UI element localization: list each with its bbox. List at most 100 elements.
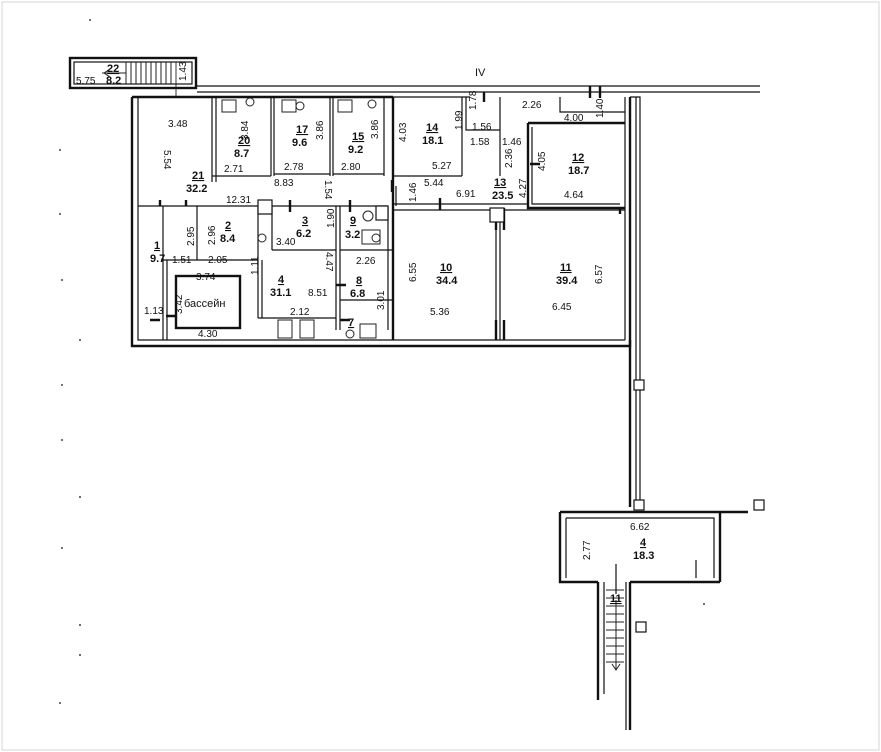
room-area: 3.2 <box>345 229 360 241</box>
room-number: 11 <box>560 262 572 274</box>
dim-label: 1.46 <box>502 137 522 148</box>
door-marks <box>150 86 622 322</box>
room-area: 18.3 <box>633 550 654 562</box>
dim-label: 6.62 <box>630 522 650 533</box>
dim-label: 2.77 <box>582 540 593 560</box>
dim-label: 6.91 <box>456 189 476 200</box>
dim-label: 1.11 <box>250 256 261 275</box>
room-area: 6.8 <box>350 288 365 300</box>
room-area: 9.7 <box>150 253 165 265</box>
dim-label: 1.40 <box>595 98 606 118</box>
room-number: 12 <box>572 152 584 164</box>
dim-label: 1.54 <box>322 180 333 200</box>
room-number: 17 <box>296 124 308 136</box>
margin-marks <box>59 19 705 704</box>
room-area: 18.1 <box>422 135 443 147</box>
room-area: 31.1 <box>270 287 291 299</box>
room-number: 7 <box>348 317 354 329</box>
room-number: 1 <box>154 240 160 252</box>
dim-label: 2.71 <box>224 164 244 175</box>
room-labels: 1 9.7 2 8.4 3 6.2 4 31.1 7 8 6.8 9 3.2 1… <box>106 63 654 605</box>
dim-label: 6.55 <box>408 262 419 282</box>
dim-label: 8.83 <box>274 178 294 189</box>
bathroom-fixtures <box>221 97 381 339</box>
dim-label: 4.05 <box>537 151 548 171</box>
dim-label: 6.45 <box>552 302 572 313</box>
dim-label: 5.75 <box>76 76 96 87</box>
dim-label: 1.78 <box>468 90 479 110</box>
dim-label: 5.54 <box>161 150 172 170</box>
pool-label: бассейн <box>184 298 226 310</box>
dim-label: 4.47 <box>323 252 334 272</box>
dim-label: 3.86 <box>370 119 381 139</box>
room-area: 9.6 <box>292 137 307 149</box>
axis-label: IV <box>475 67 486 79</box>
dim-label: 3.42 <box>174 294 185 314</box>
dim-label: 2.26 <box>356 256 376 267</box>
dim-label: 6.57 <box>594 264 605 284</box>
dim-label: 5.27 <box>432 161 452 172</box>
dim-label: 4.03 <box>398 122 409 142</box>
room-area: 39.4 <box>556 275 578 287</box>
room-number: 11 <box>610 593 622 605</box>
dim-label: 8.51 <box>308 288 328 299</box>
dim-label: 2.78 <box>284 162 304 173</box>
room-number: 21 <box>192 170 204 182</box>
dim-label: 1.58 <box>470 137 490 148</box>
room-area: 23.5 <box>492 190 513 202</box>
room-area: 8.4 <box>220 233 236 245</box>
dim-label: 5.36 <box>430 307 450 318</box>
dim-label: 2.96 <box>207 225 218 245</box>
room-area: 8.2 <box>106 75 121 87</box>
dimension-labels: 5.75 1.43 3.48 5.54 3.84 2.71 3.86 2.78 … <box>76 61 650 560</box>
dim-label: 2.36 <box>504 148 515 168</box>
dim-label: 2.95 <box>186 226 197 246</box>
interior-walls <box>138 96 765 633</box>
room-number: 8 <box>356 275 362 287</box>
room-number: 9 <box>350 215 356 227</box>
dim-label: 4.64 <box>564 190 584 201</box>
stair-22 <box>68 56 198 96</box>
room-number: 13 <box>494 177 506 189</box>
dim-label: 12.31 <box>226 195 251 206</box>
dim-label: 4.30 <box>198 329 218 340</box>
room-area: 34.4 <box>436 275 458 287</box>
room-number: 14 <box>426 122 439 134</box>
dim-label: 2.05 <box>208 255 228 266</box>
room-area: 6.2 <box>296 228 311 240</box>
exterior-walls <box>130 85 760 507</box>
dim-label: 3.74 <box>196 272 216 283</box>
room-number: 4 <box>640 537 647 549</box>
dim-label: 5.44 <box>424 178 444 189</box>
dim-label: 2.80 <box>341 162 361 173</box>
room-area: 8.7 <box>234 148 249 160</box>
dim-label: 1.43 <box>178 61 189 81</box>
room-number: 4 <box>278 274 285 286</box>
dim-label: 2.26 <box>522 100 542 111</box>
room-number: 3 <box>302 215 308 227</box>
room-number: 15 <box>352 131 364 143</box>
room-number: 2 <box>225 220 231 232</box>
dim-label: 3.48 <box>168 119 188 130</box>
dim-label: 3.84 <box>240 120 251 140</box>
room-number: 10 <box>440 262 452 274</box>
dim-label: 1.46 <box>408 182 419 202</box>
room-number: 22 <box>107 63 119 75</box>
room-area: 32.2 <box>186 183 207 195</box>
room-number: 20 <box>238 135 250 147</box>
dim-label: 3.86 <box>315 120 326 140</box>
dim-label: 1.51 <box>172 255 192 266</box>
dim-label: 1.99 <box>454 110 465 130</box>
dim-label: 3.01 <box>376 290 387 310</box>
dim-label: 4.00 <box>564 113 584 124</box>
dim-label: 4.27 <box>518 178 529 198</box>
dim-label: 3.40 <box>276 237 296 248</box>
basement-walls <box>558 510 748 730</box>
dim-label: 1.13 <box>144 306 164 317</box>
dim-label: 2.12 <box>290 307 310 318</box>
room-area: 18.7 <box>568 165 589 177</box>
dim-label: 1.56 <box>472 122 492 133</box>
room-area: 9.2 <box>348 144 363 156</box>
